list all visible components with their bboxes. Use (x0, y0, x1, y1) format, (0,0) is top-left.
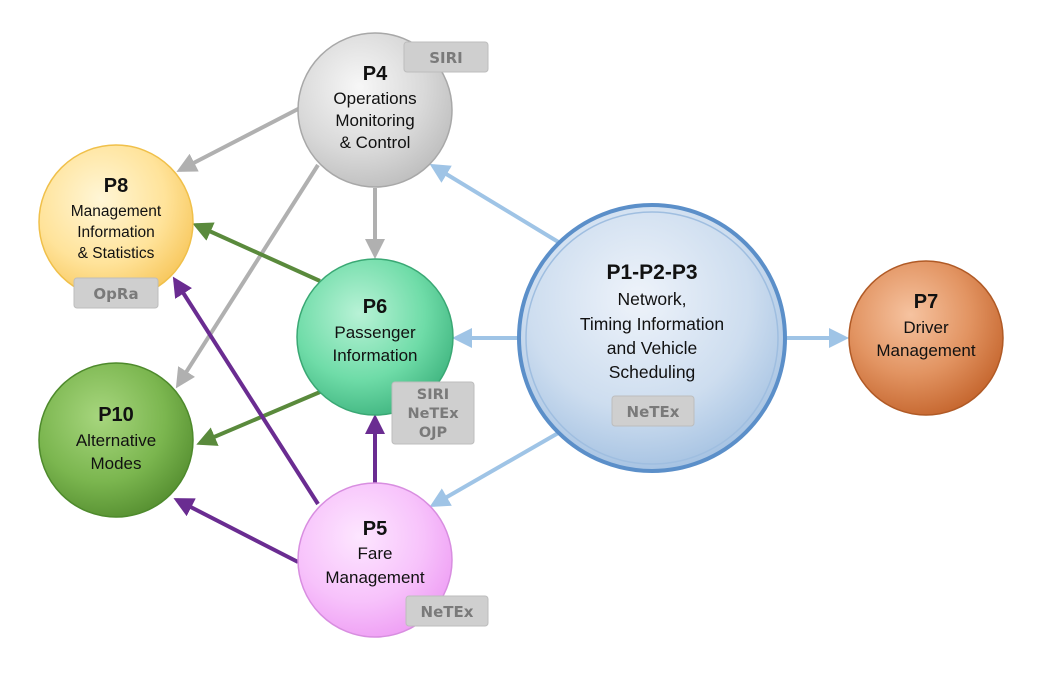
node-p5-line-2: Management (325, 568, 425, 587)
node-p8-title: P8 (104, 175, 128, 197)
node-p10-line-2: Modes (90, 454, 141, 473)
badge-p5: NeTEx (405, 595, 489, 627)
node-p10-line-1: Alternative (76, 431, 156, 450)
badge-p123-line-1: NeTEx (627, 403, 680, 421)
node-p6-title: P6 (363, 296, 387, 318)
node-p5-title: P5 (363, 518, 387, 540)
badge-p6-line-1: SIRI (417, 387, 449, 403)
node-p123-line-3: and Vehicle (607, 338, 698, 358)
node-p4-line-3: & Control (340, 133, 411, 152)
node-p8-line-2: Information (77, 224, 155, 241)
node-p10-title: P10 (98, 404, 134, 426)
node-p7: P7 Driver Management (848, 260, 1004, 416)
node-p10: P10 Alternative Modes (38, 362, 194, 518)
node-p6-line-1: Passenger (334, 323, 416, 342)
badge-p6: SIRI NeTEx OJP (391, 381, 475, 445)
badge-p4: SIRI (403, 41, 489, 73)
badge-p8-line-1: OpRa (93, 285, 138, 303)
node-p123-line-1: Network, (617, 289, 686, 309)
node-p4: P4 Operations Monitoring & Control (297, 32, 453, 188)
edge-p5-p8 (172, 276, 320, 506)
edge-p123-p4 (429, 163, 562, 245)
node-p5-line-1: Fare (358, 544, 393, 563)
edge-p6-p10 (196, 390, 321, 446)
node-p6-line-2: Information (332, 346, 417, 365)
node-p7-line-2: Management (876, 341, 976, 360)
node-p8-line-3: & Statistics (78, 245, 155, 262)
node-p4-title: P4 (363, 63, 388, 85)
node-p7-title: P7 (914, 291, 938, 313)
edge-p123-p5 (429, 430, 561, 507)
badge-p8: OpRa (73, 277, 159, 309)
node-p7-line-1: Driver (903, 318, 949, 337)
node-p123-title: P1-P2-P3 (606, 261, 697, 284)
badge-p6-line-2: NeTEx (407, 406, 459, 422)
edge-p5-p10 (173, 498, 299, 564)
node-p6: P6 Passenger Information (296, 258, 454, 416)
edge-p6-p8 (192, 222, 321, 283)
badge-p123: NeTEx (611, 395, 695, 427)
node-p8-line-1: Management (71, 203, 162, 220)
badge-p6-line-3: OJP (419, 425, 448, 441)
edge-p4-p10 (175, 163, 320, 389)
node-p123: P1-P2-P3 Network, Timing Information and… (517, 203, 787, 473)
node-p123-line-2: Timing Information (580, 314, 724, 334)
badge-p4-line-1: SIRI (429, 49, 463, 67)
node-p123-line-4: Scheduling (609, 362, 696, 382)
node-p4-line-2: Monitoring (335, 111, 414, 130)
node-p8: P8 Management Information & Statistics (38, 144, 194, 300)
edge-p4-p8 (176, 106, 301, 172)
node-p4-line-1: Operations (333, 89, 416, 108)
badge-p5-line-1: NeTEx (421, 603, 474, 621)
